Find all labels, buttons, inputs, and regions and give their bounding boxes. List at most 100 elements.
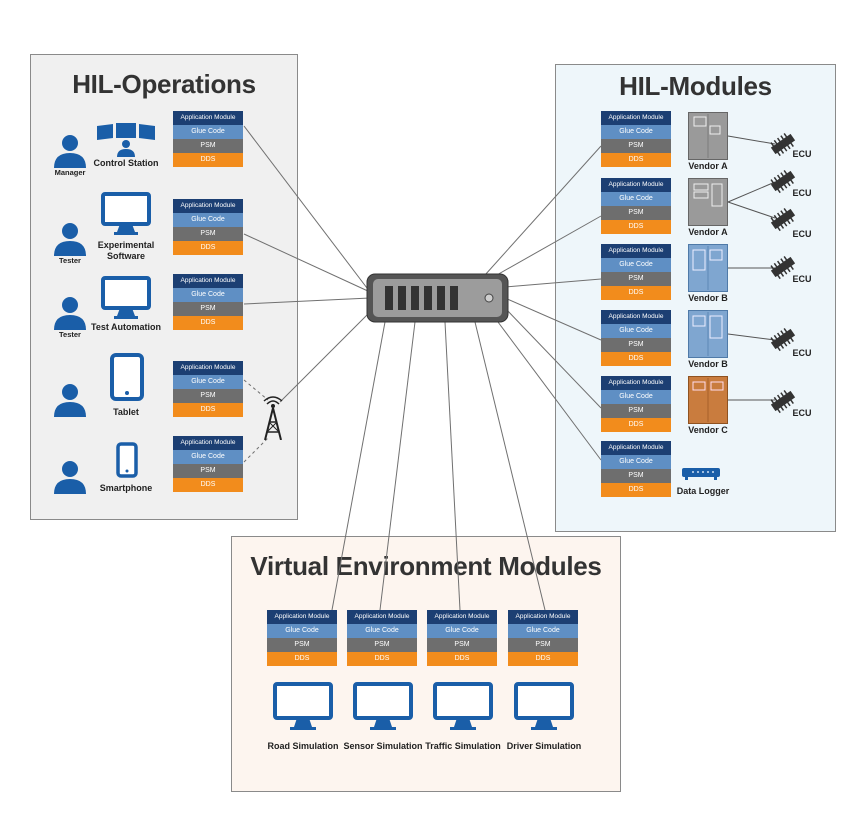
module-stack-experimental-software: Application Module Glue Code PSM DDS <box>173 199 243 255</box>
vendor-label: Vendor A <box>688 161 728 171</box>
module-stack-hil-5: Application Module Glue Code PSM DDS <box>601 376 671 432</box>
glue-code-layer: Glue Code <box>173 125 243 139</box>
ecu-label: ECU <box>792 274 812 284</box>
psm-layer: PSM <box>427 638 497 652</box>
module-stack-test-automation: Application Module Glue Code PSM DDS <box>173 274 243 330</box>
hil-operations-title: HIL-Operations <box>72 69 256 99</box>
application-module-layer: Application Module <box>601 376 671 390</box>
vendor-label: Vendor B <box>688 359 728 369</box>
item-label-control-station: Control Station <box>93 158 159 168</box>
dds-layer: DDS <box>427 652 497 666</box>
psm-layer: PSM <box>601 206 671 220</box>
ecu-chip-icon <box>768 131 798 162</box>
application-module-layer: Application Module <box>173 361 243 375</box>
glue-code-layer: Glue Code <box>601 125 671 139</box>
data-logger-label: Data Logger <box>676 486 730 496</box>
application-module-layer: Application Module <box>601 310 671 324</box>
glue-code-layer: Glue Code <box>173 213 243 227</box>
dds-layer: DDS <box>173 153 243 167</box>
psm-layer: PSM <box>601 404 671 418</box>
module-stack-hil-2: Application Module Glue Code PSM DDS <box>601 178 671 234</box>
monitor-icon <box>101 192 151 241</box>
hardware-rack-icon <box>688 310 728 363</box>
glue-code-layer: Glue Code <box>601 258 671 272</box>
psm-layer: PSM <box>267 638 337 652</box>
sim-label-driver: Driver Simulation <box>506 741 582 751</box>
virtual-environment-title: Virtual Environment Modules <box>250 551 602 581</box>
dds-layer: DDS <box>173 403 243 417</box>
module-stack-driver-simulation: Application Module Glue Code PSM DDS <box>508 610 578 666</box>
network-switch-icon <box>365 272 510 324</box>
role-label-tester: Tester <box>59 256 81 265</box>
dds-layer: DDS <box>601 418 671 432</box>
ecu-chip-icon <box>768 254 798 285</box>
data-logger-icon <box>681 466 721 485</box>
dds-layer: DDS <box>601 220 671 234</box>
sim-label-traffic: Traffic Simulation <box>425 741 501 751</box>
dds-layer: DDS <box>601 153 671 167</box>
ecu-chip-icon <box>768 206 798 237</box>
ecu-label: ECU <box>792 348 812 358</box>
dds-layer: DDS <box>173 478 243 492</box>
item-label-text: Experimental Software <box>97 240 155 261</box>
dds-layer: DDS <box>601 483 671 497</box>
psm-layer: PSM <box>173 139 243 153</box>
psm-layer: PSM <box>173 302 243 316</box>
hil-modules-title: HIL-Modules <box>619 71 772 101</box>
dds-layer: DDS <box>601 286 671 300</box>
glue-code-layer: Glue Code <box>601 390 671 404</box>
vendor-label: Vendor B <box>688 293 728 303</box>
application-module-layer: Application Module <box>173 436 243 450</box>
monitor-icon <box>353 682 413 737</box>
psm-layer: PSM <box>601 338 671 352</box>
psm-layer: PSM <box>601 469 671 483</box>
hardware-rack-icon <box>688 112 728 165</box>
module-stack-control-station: Application Module Glue Code PSM DDS <box>173 111 243 167</box>
person-icon <box>52 222 88 261</box>
dds-layer: DDS <box>601 352 671 366</box>
monitor-icon <box>273 682 333 737</box>
hil-operations-panel: HIL-Operations <box>30 54 298 520</box>
ecu-chip-icon <box>768 388 798 419</box>
application-module-layer: Application Module <box>601 111 671 125</box>
person-icon <box>52 134 88 173</box>
item-label-tablet: Tablet <box>113 407 139 417</box>
glue-code-layer: Glue Code <box>173 375 243 389</box>
item-label-test-automation: Test Automation <box>91 322 161 332</box>
ecu-label: ECU <box>792 188 812 198</box>
dds-layer: DDS <box>508 652 578 666</box>
module-stack-tablet: Application Module Glue Code PSM DDS <box>173 361 243 417</box>
radio-tower-icon <box>258 396 288 445</box>
smartphone-icon <box>116 442 138 483</box>
application-module-layer: Application Module <box>508 610 578 624</box>
monitor-icon <box>514 682 574 737</box>
glue-code-layer: Glue Code <box>173 450 243 464</box>
glue-code-layer: Glue Code <box>601 455 671 469</box>
psm-layer: PSM <box>173 464 243 478</box>
glue-code-layer: Glue Code <box>427 624 497 638</box>
hardware-rack-icon <box>688 244 728 297</box>
vendor-label: Vendor A <box>688 227 728 237</box>
item-label-experimental-software: Experimental Software <box>86 240 166 262</box>
module-stack-traffic-simulation: Application Module Glue Code PSM DDS <box>427 610 497 666</box>
psm-layer: PSM <box>601 139 671 153</box>
module-stack-hil-3: Application Module Glue Code PSM DDS <box>601 244 671 300</box>
application-module-layer: Application Module <box>427 610 497 624</box>
module-stack-hil-1: Application Module Glue Code PSM DDS <box>601 111 671 167</box>
ecu-label: ECU <box>792 149 812 159</box>
glue-code-layer: Glue Code <box>601 192 671 206</box>
sim-label-sensor: Sensor Simulation <box>343 741 423 751</box>
module-stack-hil-6: Application Module Glue Code PSM DDS <box>601 441 671 497</box>
person-icon <box>52 383 88 422</box>
person-icon <box>52 296 88 335</box>
application-module-layer: Application Module <box>173 199 243 213</box>
psm-layer: PSM <box>601 272 671 286</box>
psm-layer: PSM <box>347 638 417 652</box>
dds-layer: DDS <box>267 652 337 666</box>
glue-code-layer: Glue Code <box>508 624 578 638</box>
application-module-layer: Application Module <box>267 610 337 624</box>
dds-layer: DDS <box>173 241 243 255</box>
application-module-layer: Application Module <box>601 178 671 192</box>
